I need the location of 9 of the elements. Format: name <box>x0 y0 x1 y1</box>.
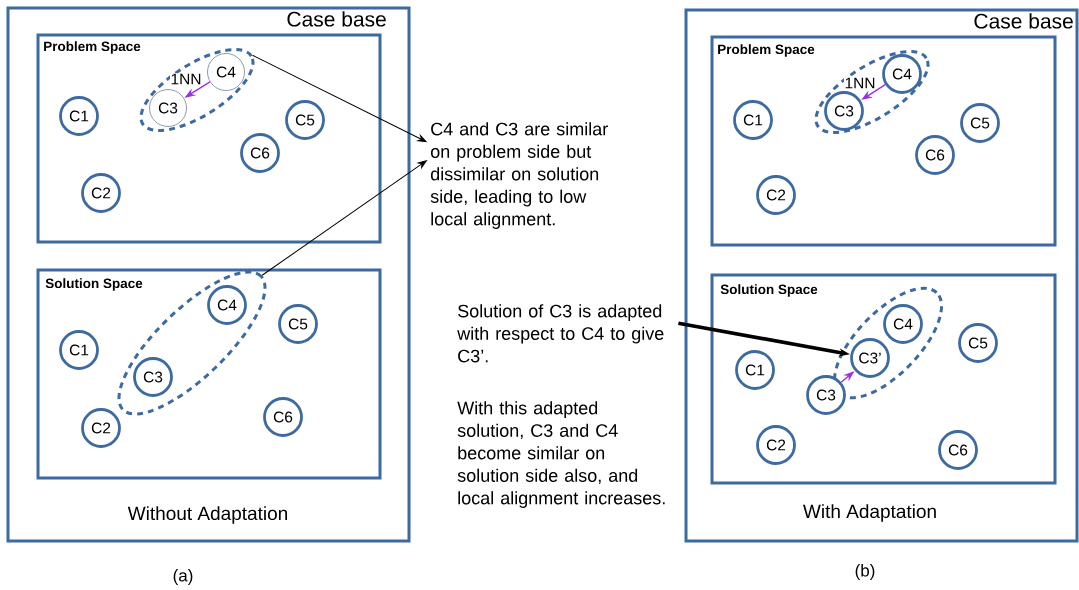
edge-label: 1NN <box>844 77 876 89</box>
caption-label: (a) <box>173 569 193 585</box>
caption-label: (b) <box>855 564 875 580</box>
arrow <box>261 160 427 276</box>
arrow <box>252 54 427 143</box>
annotation-text: Solution of C3 is adapted with respect to C4 to give C3’. <box>457 304 664 363</box>
edge-label: 1NN <box>170 73 202 85</box>
annotation-text: With this adapted solution, C3 and C4 become similar on solution side also, and local alignment increases. <box>457 401 665 508</box>
annotation-text: C4 and C3 are similar on problem side but dissimilar on solution side, leading to low local alignment. <box>430 122 608 229</box>
